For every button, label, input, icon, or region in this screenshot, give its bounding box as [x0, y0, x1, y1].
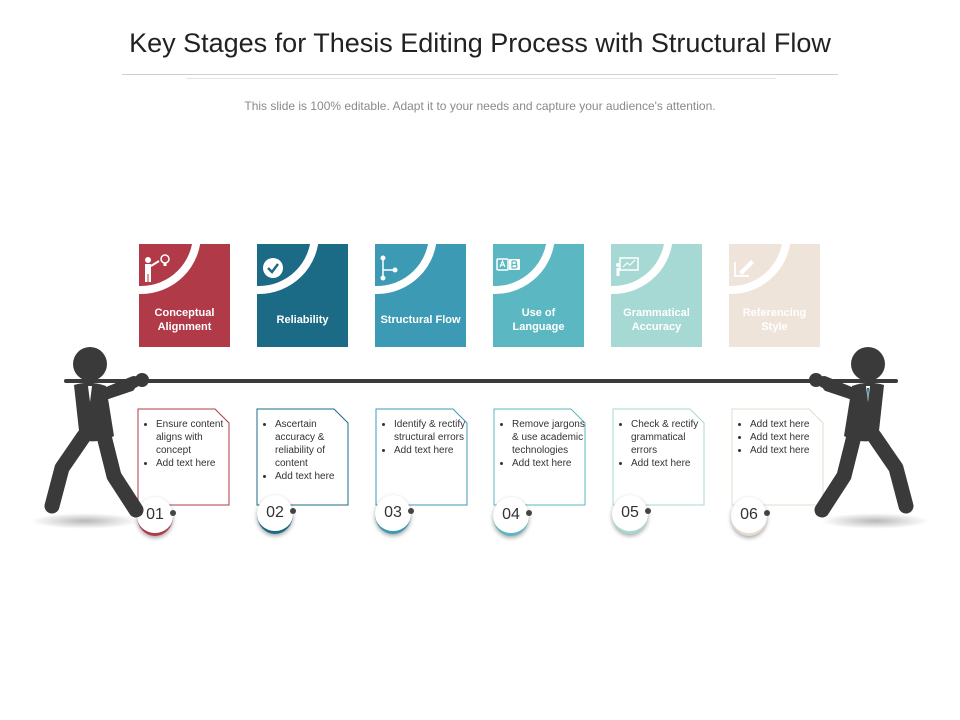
stage-card-5: Grammatical Accuracy — [611, 244, 702, 347]
stage-label: Conceptual Alignment — [154, 307, 215, 333]
note-5: Check & rectify grammatical errors Add t… — [612, 408, 705, 506]
stage-label: Reliability — [276, 314, 329, 326]
note-3: Identify & rectify structural errors Add… — [375, 408, 468, 506]
stage-number: 05 — [621, 504, 639, 521]
note-bullet: Add text here — [750, 418, 830, 431]
stage-number-badge-2: 02 — [257, 495, 296, 534]
stage-number-badge-4: 04 — [493, 497, 532, 536]
stage-number: 06 — [740, 506, 758, 523]
left-figure-shadow — [30, 513, 140, 529]
stage-card-4: Use of Language — [493, 244, 584, 347]
note-frame-2 — [256, 408, 349, 506]
stage-card-2: Reliability — [257, 244, 348, 347]
stage-number: 01 — [146, 506, 164, 523]
stage-card-3: Structural Flow — [375, 244, 466, 347]
stage-number: 02 — [266, 504, 284, 521]
stage-card-6: Referencing Style — [729, 244, 820, 347]
left-pulling-figure-icon — [44, 347, 149, 518]
note-bullet: Add text here — [156, 457, 236, 470]
note-bullet: Add text here — [394, 444, 474, 457]
note-1: Ensure content aligns with concept Add t… — [137, 408, 230, 506]
note-4: Remove jargons & use academic technologi… — [493, 408, 586, 506]
edit-icon — [734, 260, 754, 277]
stage-label: Referencing Style — [742, 307, 807, 333]
right-figure-shadow — [820, 513, 930, 529]
page-subtitle: This slide is 100% editable. Adapt it to… — [244, 99, 716, 113]
note-bullet: Add text here — [512, 457, 592, 470]
note-bullet: Add text here — [750, 431, 830, 444]
stage-number-badge-3: 03 — [375, 495, 414, 534]
checkmark-icon — [263, 258, 283, 278]
stage-number: 04 — [502, 506, 520, 523]
stage-number-badge-1: 01 — [137, 497, 176, 536]
note-frame-5 — [612, 408, 705, 506]
note-frame-4 — [493, 408, 586, 506]
note-frame-6 — [731, 408, 824, 506]
whiteboard-icon — [616, 257, 639, 276]
title-divider — [122, 74, 838, 75]
note-bullet: Add text here — [631, 457, 711, 470]
note-6: Add text here Add text here Add text her… — [731, 408, 824, 506]
stage-label: Use of Language — [512, 307, 565, 333]
rope — [64, 379, 898, 383]
note-bullet: Identify & rectify structural errors — [394, 418, 474, 444]
note-bullet: Check & rectify grammatical errors — [631, 418, 711, 457]
page-title: Key Stages for Thesis Editing Process wi… — [129, 28, 831, 58]
stage-number-badge-6: 06 — [731, 497, 770, 536]
stage-card-1: Conceptual Alignment — [139, 244, 230, 347]
note-bullet: Remove jargons & use academic technologi… — [512, 418, 592, 457]
stage-number-badge-5: 05 — [612, 495, 651, 534]
note-bullet: Ascertain accuracy & reliability of cont… — [275, 418, 355, 470]
note-bullet: Add text here — [275, 470, 355, 483]
note-frame-3 — [375, 408, 468, 506]
language-icon — [496, 258, 520, 271]
flow-icon — [380, 255, 398, 281]
note-bullet: Add text here — [750, 444, 830, 457]
note-frame-1 — [137, 408, 230, 506]
title-divider-shadow — [186, 78, 776, 79]
stage-label: Grammatical Accuracy — [623, 307, 690, 333]
note-2: Ascertain accuracy & reliability of cont… — [256, 408, 349, 506]
stage-label: Structural Flow — [380, 314, 461, 326]
note-bullet: Ensure content aligns with concept — [156, 418, 236, 457]
stage-number: 03 — [384, 504, 402, 521]
right-pulling-figure-icon — [809, 347, 914, 518]
presenter-icon — [145, 254, 170, 282]
